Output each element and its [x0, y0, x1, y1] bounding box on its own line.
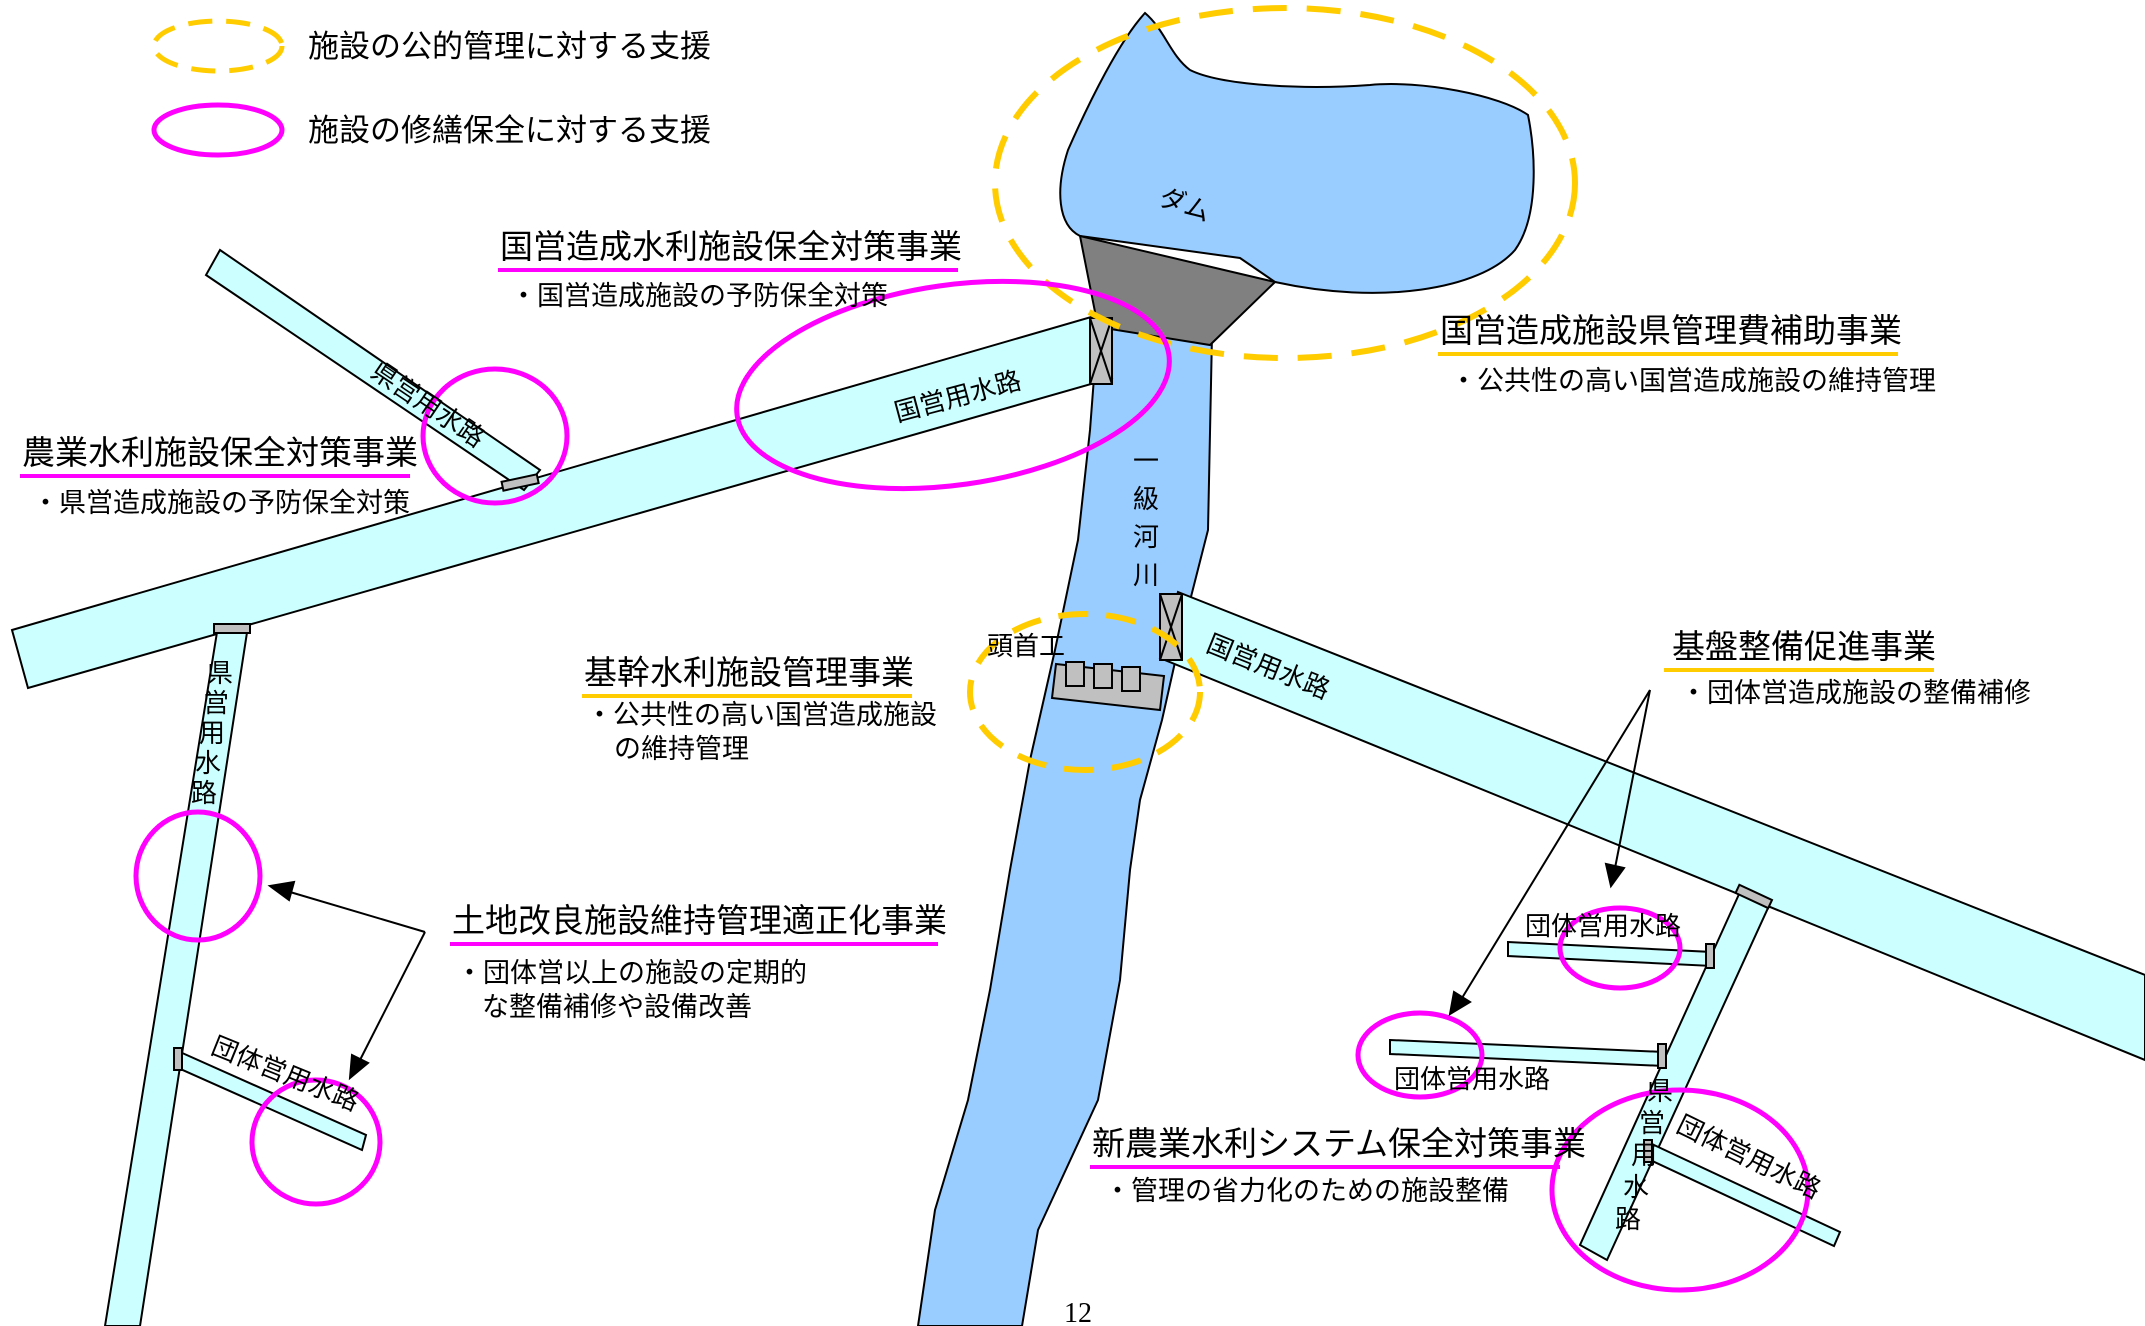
pref-canal-label-east: 県 営 用 水 路	[1615, 1077, 1673, 1235]
headworks-label: 頭首工	[987, 632, 1065, 662]
program-title: 国営造成水利施設保全対策事業	[500, 227, 962, 266]
pref-canal-label-sw: 県 営 用 水 路	[191, 659, 233, 809]
program-title: 国営造成施設県管理費補助事業	[1440, 311, 1902, 350]
program-desc: の維持管理	[614, 734, 749, 765]
group-canal-east-2	[1389, 1038, 1665, 1068]
pref-canal-char: 営	[203, 689, 229, 719]
program-desc: ・県営造成施設の予防保全対策	[32, 488, 410, 519]
program-title: 新農業水利システム保全対策事業	[1092, 1124, 1586, 1163]
gate-icon	[173, 1047, 183, 1071]
page-number: 12	[1064, 1298, 1092, 1326]
gate-icon	[213, 623, 251, 634]
program-title: 基盤整備促進事業	[1672, 627, 1936, 666]
program-land-improvement: 土地改良施設維持管理適正化事業 ・団体営以上の施設の定期的 な整備補修や設備改善	[450, 901, 947, 1023]
program-desc: ・管理の省力化のための施設整備	[1104, 1176, 1509, 1207]
program-national-pref-subsidy: 国営造成施設県管理費補助事業 ・公共性の高い国営造成施設の維持管理	[1438, 311, 1936, 397]
river-body	[916, 323, 1214, 1326]
program-title: 基幹水利施設管理事業	[584, 653, 914, 692]
program-desc: な整備補修や設備改善	[482, 992, 752, 1023]
public-support-ellipse-headworks	[967, 611, 1203, 773]
gate-icon	[1089, 317, 1113, 385]
program-title: 土地改良施設維持管理適正化事業	[452, 901, 947, 940]
group-canal-label-e1: 団体営用水路	[1525, 912, 1681, 942]
pref-canal-char: 用	[199, 719, 225, 749]
dam-body	[1078, 234, 1278, 347]
program-base-promotion: 基盤整備促進事業 ・団体営造成施設の整備補修	[1664, 627, 2031, 709]
repair-support-ellipse-new-system	[1549, 1087, 1811, 1293]
program-desc: ・団体営造成施設の整備補修	[1680, 678, 2031, 709]
pref-canal-char: 路	[1615, 1205, 1641, 1235]
river-label-char: 一	[1133, 447, 1159, 477]
legend-solid-ellipse-icon	[151, 102, 285, 158]
repair-support-ellipse-group-canal-e2	[1355, 1010, 1485, 1100]
pref-canal-char: 水	[195, 749, 221, 779]
dam-reservoir	[1059, 11, 1535, 294]
national-canal-east	[1158, 590, 2145, 1062]
river-label-char: 河	[1133, 523, 1159, 553]
legend-public-management: 施設の公的管理に対する支援	[308, 29, 711, 65]
group-canal-label-e2: 団体営用水路	[1394, 1065, 1550, 1095]
program-desc: ・団体営以上の施設の定期的	[456, 958, 807, 989]
pref-canal-char: 県	[207, 659, 233, 689]
gate-icon	[1734, 883, 1774, 910]
river-label-char: 川	[1133, 561, 1159, 591]
program-title: 農業水利施設保全対策事業	[22, 433, 418, 472]
pref-canal-char: 県	[1647, 1077, 1673, 1107]
arrow-land-improvement	[267, 880, 426, 1081]
program-desc: ・国営造成施設の予防保全対策	[510, 281, 888, 312]
program-core-management: 基幹水利施設管理事業 ・公共性の高い国営造成施設 の維持管理	[582, 653, 937, 765]
gate-icon	[1159, 593, 1183, 661]
river-label: 一 級 河 川	[1133, 447, 1159, 591]
legend-dashed-ellipse-icon	[151, 18, 285, 74]
river-label-char: 級	[1133, 485, 1159, 515]
program-new-system: 新農業水利システム保全対策事業 ・管理の省力化のための施設整備	[1090, 1124, 1586, 1207]
repair-support-ellipse-group-canal-e1	[1557, 905, 1683, 991]
repair-support-ellipse-national-canal	[734, 278, 1172, 492]
pref-canal-char: 用	[1631, 1141, 1657, 1171]
pref-canal-northwest	[204, 248, 542, 492]
program-desc: ・公共性の高い国営造成施設	[586, 700, 937, 731]
legend-repair-conservation: 施設の修繕保全に対する支援	[308, 113, 711, 149]
gate-icon	[1643, 1139, 1653, 1163]
public-support-ellipse-dam	[992, 5, 1578, 361]
program-desc: ・公共性の高い国営造成施設の維持管理	[1450, 366, 1936, 397]
repair-support-ellipse-group-canal-sw	[249, 1077, 383, 1207]
pref-canal-char: 路	[191, 779, 217, 809]
pref-canal-char: 水	[1623, 1173, 1649, 1203]
headworks-weir	[1050, 661, 1166, 712]
pref-canal-char: 営	[1639, 1109, 1665, 1139]
gate-icon	[1705, 943, 1715, 969]
repair-support-ellipse-pref-canal-sw	[133, 809, 263, 943]
gate-icon	[500, 473, 540, 492]
arrow-base-promotion	[1448, 689, 1651, 1016]
program-national-conservation: 国営造成水利施設保全対策事業 ・国営造成施設の予防保全対策	[498, 227, 962, 312]
gate-icon	[1657, 1043, 1667, 1069]
program-agri-conservation: 農業水利施設保全対策事業 ・県営造成施設の予防保全対策	[20, 433, 418, 519]
pref-canal-southwest	[103, 625, 250, 1326]
repair-support-ellipse-pref-canal-nw	[420, 366, 570, 506]
